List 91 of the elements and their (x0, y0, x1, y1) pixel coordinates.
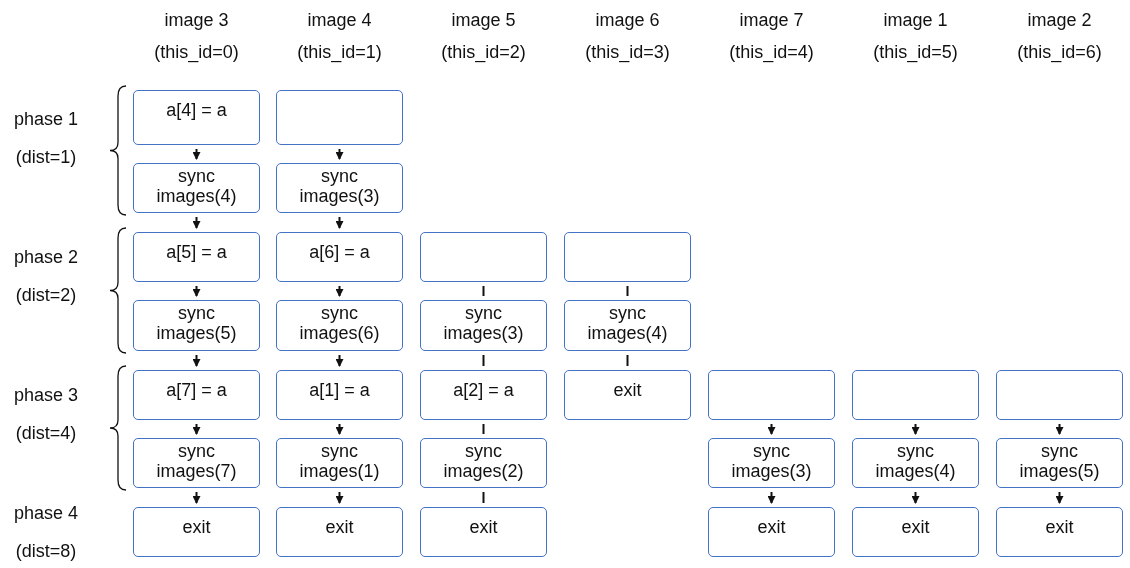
arrow (1055, 423, 1064, 435)
arrow (192, 148, 201, 160)
arrow (767, 423, 776, 435)
box-text: sync images(3) (442, 303, 525, 343)
arrow (192, 423, 201, 435)
box-text: sync images(5) (155, 303, 238, 343)
process-box (133, 438, 260, 488)
arrow (192, 216, 201, 229)
process-box (420, 300, 547, 351)
box-text: exit (468, 517, 499, 537)
process-box (420, 507, 547, 557)
arrow (192, 354, 201, 367)
arrow (335, 285, 344, 297)
column-heading: image 6 (this_id=3) (584, 9, 671, 65)
connector-line (482, 354, 485, 367)
process-box (708, 507, 835, 557)
empty-box (276, 90, 403, 145)
process-box (996, 438, 1123, 488)
box-text: exit (181, 517, 212, 537)
arrow (911, 423, 920, 435)
process-box (276, 300, 403, 351)
box-text: sync images(7) (155, 441, 238, 481)
box-text: sync images(5) (1018, 441, 1101, 481)
process-box (564, 300, 691, 351)
phase-label: phase 4 (dist=8) (12, 502, 80, 563)
column-heading: image 7 (this_id=4) (728, 9, 815, 65)
empty-box (852, 370, 979, 420)
process-box (133, 300, 260, 351)
box-text: exit (612, 380, 643, 400)
arrow (767, 491, 776, 504)
box-text: sync images(2) (442, 441, 525, 481)
box-text: exit (900, 517, 931, 537)
empty-box (708, 370, 835, 420)
process-box (420, 370, 547, 420)
arrow (192, 491, 201, 504)
connector-line (482, 423, 485, 435)
process-box (996, 507, 1123, 557)
box-text: sync images(3) (298, 166, 381, 206)
arrow (1055, 491, 1064, 504)
column-heading: image 5 (this_id=2) (440, 9, 527, 65)
process-box (133, 232, 260, 282)
process-box (708, 438, 835, 488)
box-text: sync images(4) (155, 166, 238, 206)
column-heading: image 2 (this_id=6) (1016, 9, 1103, 65)
process-box (133, 90, 260, 145)
process-box (133, 163, 260, 213)
phase-label: phase 2 (dist=2) (12, 246, 80, 307)
process-box (133, 370, 260, 420)
box-text: sync images(6) (298, 303, 381, 343)
connector-line (482, 491, 485, 504)
box-text: sync images(4) (874, 441, 957, 481)
process-box (276, 507, 403, 557)
box-text: exit (1044, 517, 1075, 537)
arrow (335, 423, 344, 435)
process-box (420, 438, 547, 488)
phase-label: phase 1 (dist=1) (12, 108, 80, 169)
connector-line (482, 285, 485, 297)
column-heading: image 1 (this_id=5) (872, 9, 959, 65)
process-box (276, 232, 403, 282)
box-text: a[2] = a (452, 380, 515, 400)
process-box (564, 370, 691, 420)
connector-line (626, 285, 629, 297)
box-text: a[5] = a (165, 242, 228, 262)
arrow (192, 285, 201, 297)
empty-box (420, 232, 547, 282)
box-text: exit (756, 517, 787, 537)
box-text: a[4] = a (165, 100, 228, 120)
arrow (911, 491, 920, 504)
process-box (133, 507, 260, 557)
box-text: exit (324, 517, 355, 537)
process-box (276, 438, 403, 488)
box-text: a[6] = a (308, 242, 371, 262)
column-heading: image 4 (this_id=1) (296, 9, 383, 65)
process-box (852, 438, 979, 488)
connector-line (626, 354, 629, 367)
phase-label: phase 3 (dist=4) (12, 384, 80, 445)
process-box (852, 507, 979, 557)
arrow (335, 216, 344, 229)
box-text: a[7] = a (165, 380, 228, 400)
empty-box (564, 232, 691, 282)
arrow (335, 491, 344, 504)
process-box (276, 370, 403, 420)
process-box (276, 163, 403, 213)
arrow (335, 148, 344, 160)
arrow (335, 354, 344, 367)
box-text: sync images(4) (586, 303, 669, 343)
box-text: a[1] = a (308, 380, 371, 400)
box-text: sync images(1) (298, 441, 381, 481)
box-text: sync images(3) (730, 441, 813, 481)
column-heading: image 3 (this_id=0) (153, 9, 240, 65)
empty-box (996, 370, 1123, 420)
